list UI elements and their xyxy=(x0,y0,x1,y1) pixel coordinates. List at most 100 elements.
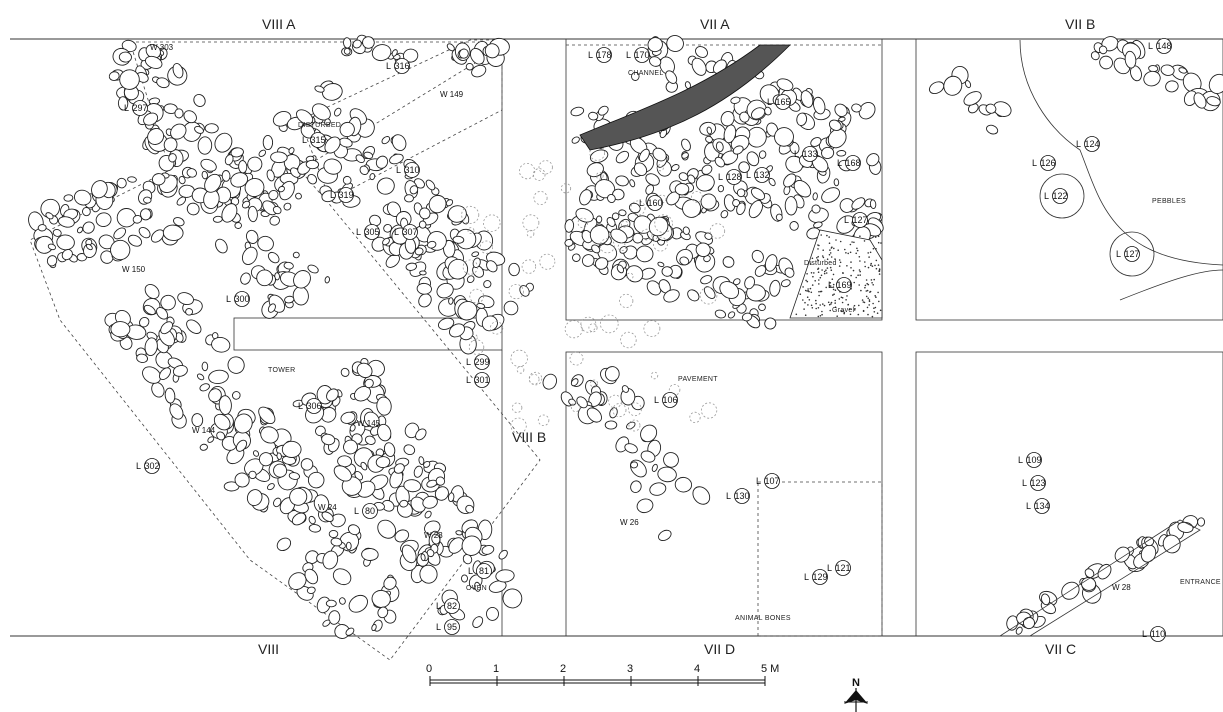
locus-prefix: L xyxy=(626,50,631,60)
vii-c-wall-28 xyxy=(999,519,1201,637)
stone-walls xyxy=(28,34,1223,639)
locus-prefix: L xyxy=(124,103,129,113)
scale-bar: 0 1 2 3 4 5 M xyxy=(426,663,779,686)
locus-prefix: L xyxy=(1116,249,1121,259)
locus-prefix: L xyxy=(794,149,799,159)
wall-label: W 26 xyxy=(620,518,639,527)
locus-number: 124 xyxy=(1084,139,1099,149)
locus-number: 127 xyxy=(1124,249,1139,259)
note-pavement: PAVEMENT xyxy=(678,376,718,383)
locus-number: 301 xyxy=(474,375,489,385)
note-pebbles: PEBBLES xyxy=(1152,198,1186,205)
wall-label: W 24 xyxy=(318,503,337,512)
locus-number: 122 xyxy=(1052,191,1067,201)
area-label-viii: VIII xyxy=(258,641,279,657)
wall-label: W 145 xyxy=(357,419,381,428)
locus-number: 82 xyxy=(447,601,457,611)
locus-prefix: L xyxy=(1032,158,1037,168)
note-disturbed-small: Disturbed xyxy=(804,260,837,267)
wall-label: W 150 xyxy=(122,265,146,274)
locus-number: 170 xyxy=(634,50,649,60)
locus-prefix: L xyxy=(726,491,731,501)
locus-number: 130 xyxy=(734,491,749,501)
locus-prefix: L xyxy=(654,395,659,405)
channel xyxy=(579,44,791,151)
locus-prefix: L xyxy=(746,170,751,180)
locus-number: 129 xyxy=(812,572,827,582)
scale-tick-label: 0 xyxy=(426,663,432,675)
wall-label: W 144 xyxy=(192,426,216,435)
locus-number: 107 xyxy=(764,476,779,486)
locus-number: 307 xyxy=(402,227,417,237)
wall-label: W 303 xyxy=(150,43,174,52)
locus-prefix: L xyxy=(356,227,361,237)
note-oven: OVEN xyxy=(466,585,487,592)
locus-number: 169 xyxy=(836,280,851,290)
locus-prefix: L xyxy=(1026,501,1031,511)
locus-prefix: L xyxy=(436,601,441,611)
locus-prefix: L xyxy=(466,357,471,367)
locus-prefix: L xyxy=(756,476,761,486)
locus-number: 128 xyxy=(726,172,741,182)
locus-prefix: L xyxy=(767,97,772,107)
locus-prefix: L xyxy=(298,401,303,411)
locus-number: 315 xyxy=(310,135,325,145)
locus-number: 178 xyxy=(596,50,611,60)
locus-number: 302 xyxy=(144,461,159,471)
scale-tick-label: 2 xyxy=(560,663,566,675)
locus-prefix: L xyxy=(1044,191,1049,201)
locus-label: L 82 xyxy=(436,598,460,614)
scale-tick-label: 3 xyxy=(627,663,633,675)
locus-prefix: L xyxy=(639,198,644,208)
ghost-stones xyxy=(461,145,726,434)
locus-prefix: L xyxy=(1076,139,1081,149)
locus-number: 148 xyxy=(1156,41,1171,51)
area-label-vii-a: VII A xyxy=(700,16,730,32)
note-gravel: Gravel xyxy=(832,307,855,314)
locus-number: 80 xyxy=(365,506,375,516)
locus-number: 310 xyxy=(404,165,419,175)
locus-prefix: L xyxy=(354,506,359,516)
locus-prefix: L xyxy=(466,375,471,385)
area-label-viii-a: VIII A xyxy=(262,16,296,32)
note-animal-bones: ANIMAL BONES xyxy=(735,615,791,622)
locus-prefix: L xyxy=(718,172,723,182)
locus-number: 109 xyxy=(1026,455,1041,465)
locus-prefix: L xyxy=(827,563,832,573)
wall-label: W 23 xyxy=(424,531,443,540)
wall-labels: W 303 W 149 W 150 W 144 W 145 W 24 W 23 … xyxy=(122,43,1131,592)
north-arrow-icon: N xyxy=(844,677,868,712)
locus-number: 127 xyxy=(852,215,867,225)
gravel-area xyxy=(789,229,883,319)
locus-number: 306 xyxy=(306,401,321,411)
locus-prefix: L xyxy=(386,61,391,71)
scale-tick-label: 4 xyxy=(694,663,700,675)
area-label-viii-b: VIII B xyxy=(512,429,546,445)
area-label-vii-b: VII B xyxy=(1065,16,1095,32)
locus-prefix: L xyxy=(468,566,473,576)
